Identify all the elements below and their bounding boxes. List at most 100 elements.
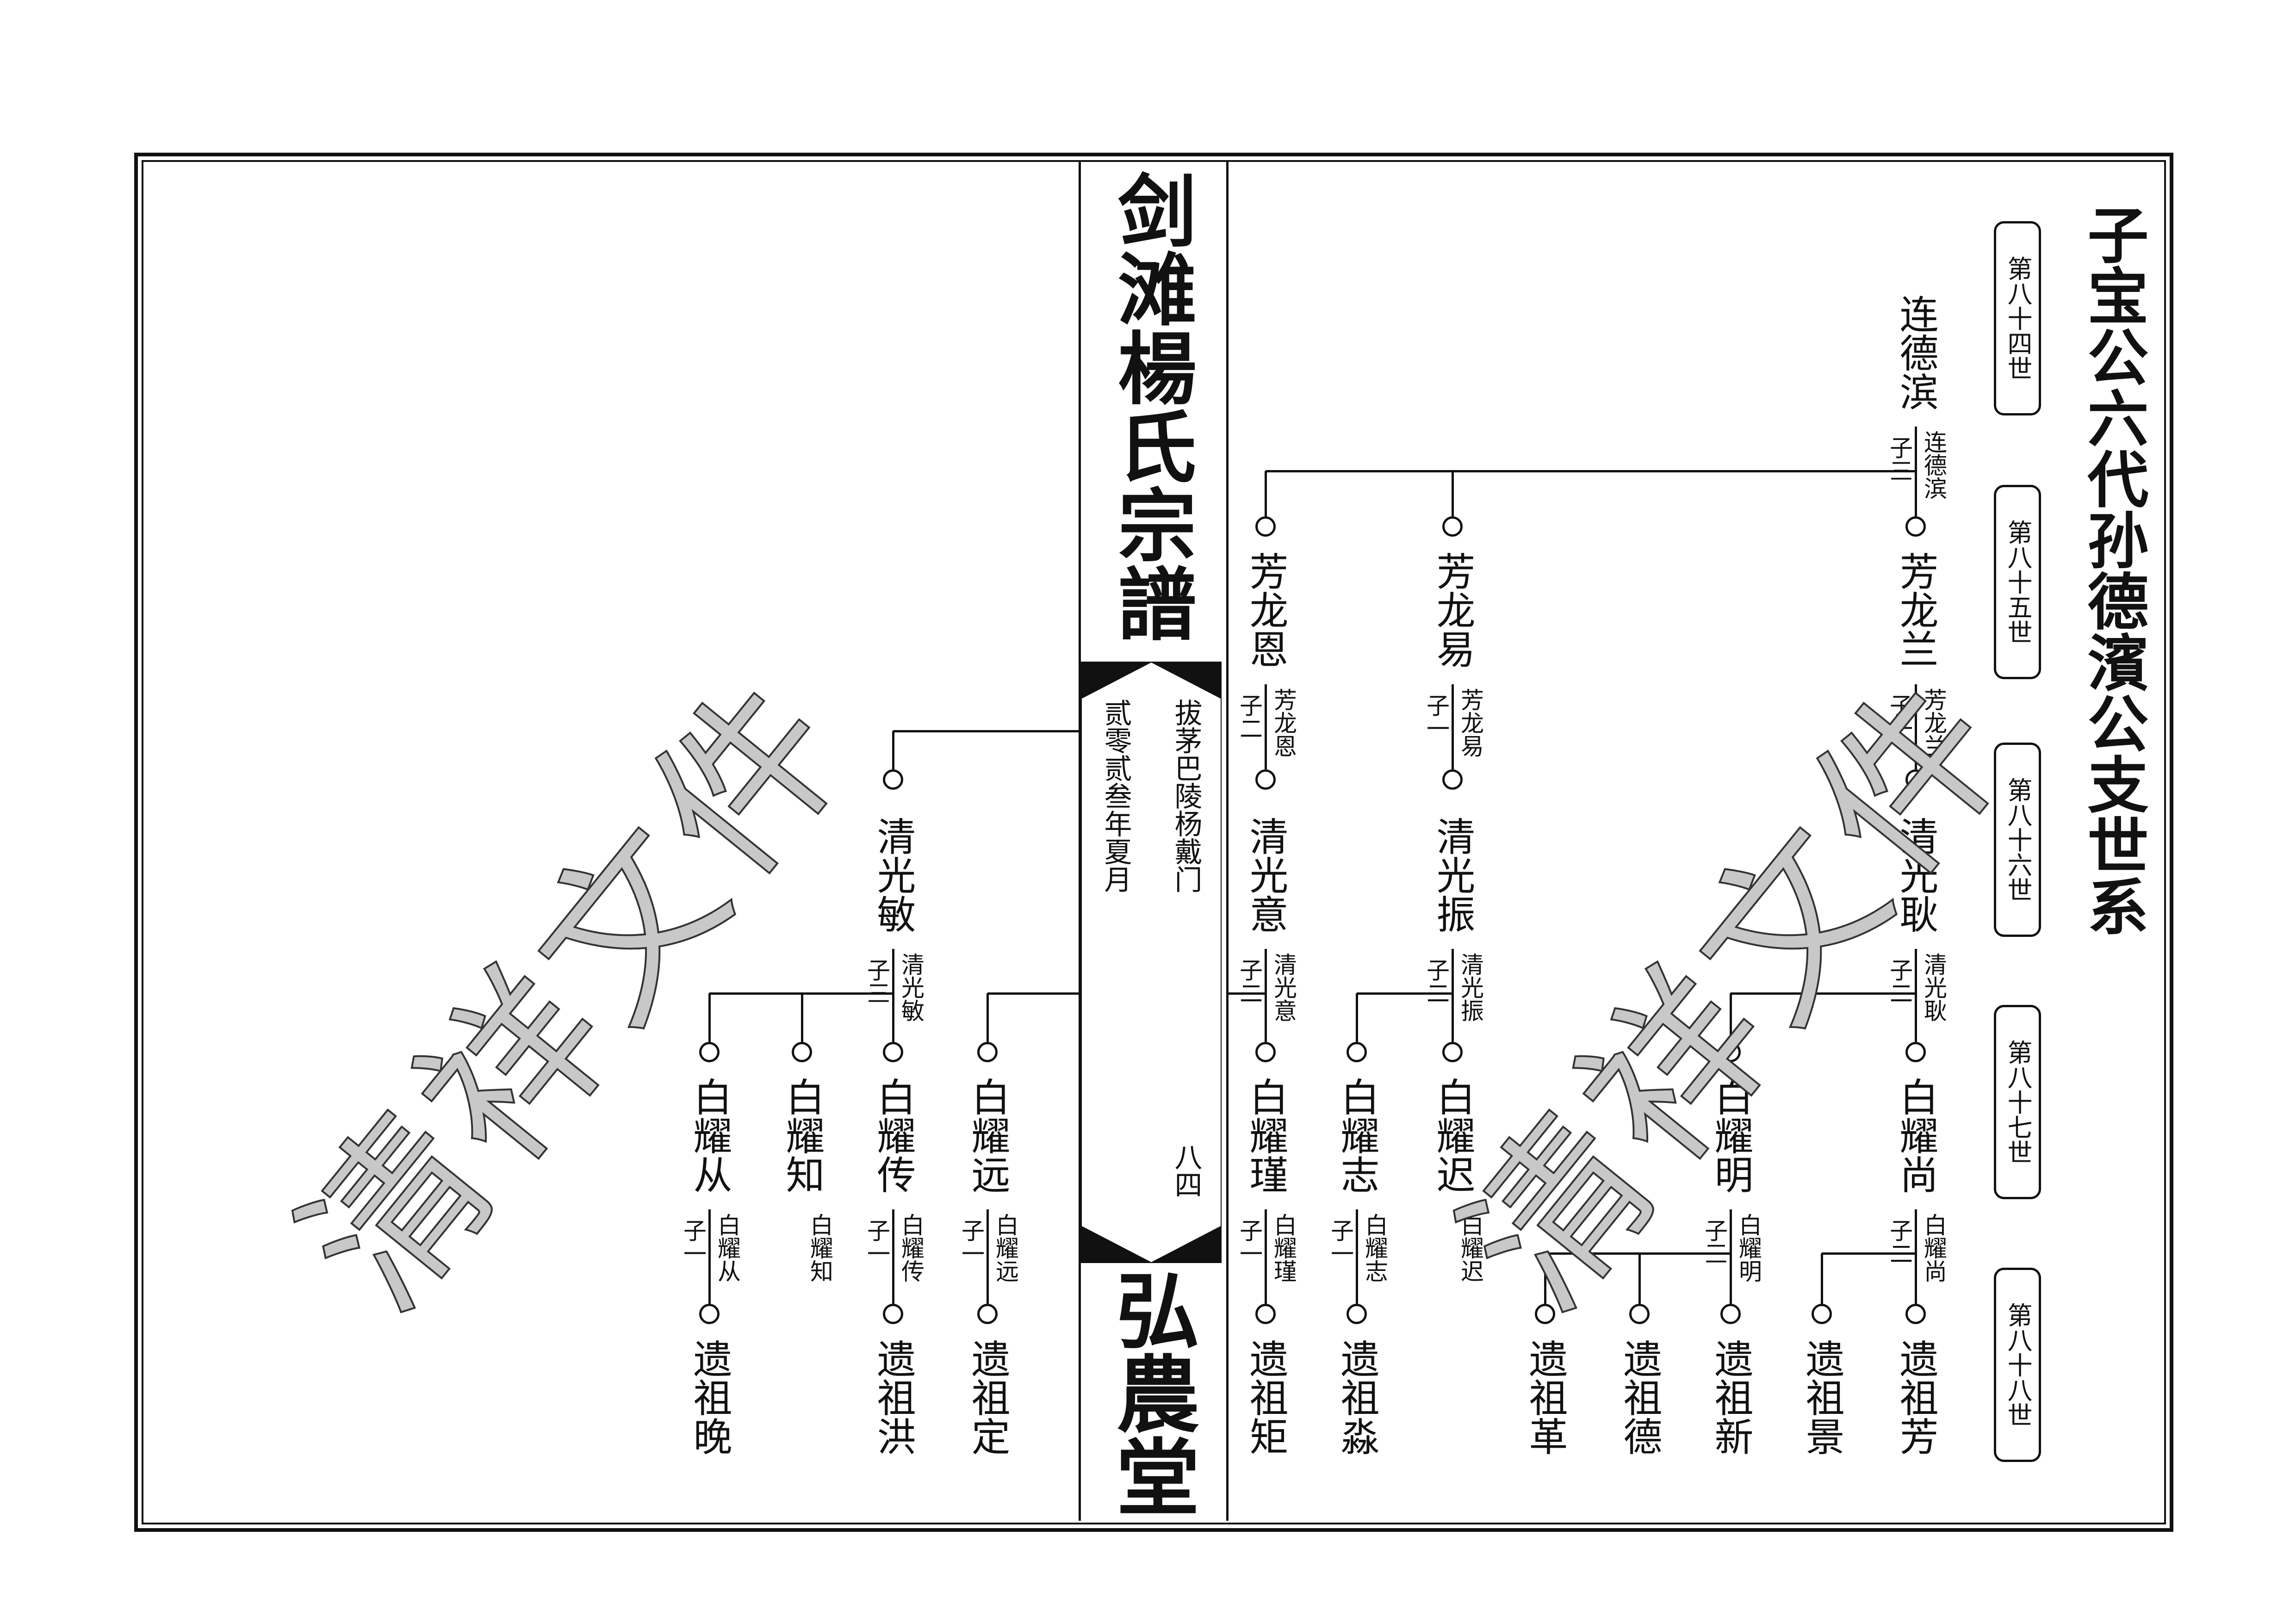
person-name: 芳龙易 <box>1430 551 1476 668</box>
person-name: 白耀传 <box>871 1077 916 1194</box>
tree-line <box>1266 470 1916 472</box>
parent-name-label: 白耀远 <box>992 1213 1019 1282</box>
person-name: 连德滨 <box>1893 294 1939 411</box>
tree-line <box>1545 1252 1731 1255</box>
parent-name-label: 白耀从 <box>714 1213 741 1282</box>
person-name: 清光耿 <box>1893 817 1939 933</box>
parent-name-label: 芳龙易 <box>1457 688 1484 757</box>
node-circle-icon <box>1347 1042 1367 1062</box>
parent-name-label: 清光耿 <box>1920 953 1947 1022</box>
person-name: 白耀明 <box>1708 1077 1754 1194</box>
node-circle-icon <box>1442 769 1463 790</box>
generation-text: 第八十四世 <box>2003 256 2032 381</box>
node-circle-icon <box>1535 1304 1555 1324</box>
tree-line <box>1915 1209 1917 1304</box>
children-count-label: 子一 <box>1327 1219 1354 1265</box>
parent-name-label: 白耀尚 <box>1920 1213 1947 1282</box>
children-count-label: 子一 <box>680 1219 707 1265</box>
generation-label-85: 第八十五世 <box>1994 485 2041 679</box>
children-count-label: 子二 <box>1236 694 1263 740</box>
parent-name-label: 白耀传 <box>898 1213 925 1282</box>
generation-text: 第八十五世 <box>2003 520 2032 644</box>
node-circle-icon <box>1442 1042 1463 1062</box>
page-number: 八四 <box>1170 1143 1202 1198</box>
node-circle-icon <box>1905 769 1926 790</box>
tree-line <box>1915 684 1917 769</box>
children-count-label: 子三 <box>863 958 890 1004</box>
person-name: 遗祖洪 <box>871 1339 916 1456</box>
tree-line <box>1915 427 1917 516</box>
node-circle-icon <box>977 1304 998 1324</box>
tree-line <box>1544 1253 1546 1304</box>
person-name: 清光振 <box>1430 817 1476 933</box>
node-circle-icon <box>1720 1042 1741 1062</box>
person-name: 白耀知 <box>780 1077 825 1194</box>
person-name: 遗祖景 <box>1800 1339 1845 1456</box>
children-count-label: 子二 <box>1886 1219 1913 1265</box>
children-count-label: 子一 <box>863 1219 890 1265</box>
parent-name-label: 清光意 <box>1270 953 1297 1022</box>
tree-line <box>1915 949 1917 1042</box>
node-circle-icon <box>1255 769 1276 790</box>
person-name: 芳龙兰 <box>1893 551 1939 668</box>
person-name: 白耀瑾 <box>1243 1077 1289 1194</box>
node-circle-icon <box>1905 516 1926 537</box>
node-circle-icon <box>883 769 903 790</box>
person-name: 遗祖新 <box>1708 1339 1754 1456</box>
origin-text: 拔茅巴陵杨戴门 <box>1170 699 1202 893</box>
node-circle-icon <box>883 1304 903 1324</box>
person-name: 芳龙恩 <box>1243 551 1289 668</box>
person-name: 遗祖淼 <box>1334 1339 1380 1456</box>
person-name: 遗祖芳 <box>1893 1339 1939 1456</box>
tree-line <box>1356 1209 1358 1304</box>
node-circle-icon <box>1255 1042 1276 1062</box>
children-count-label: 子二 <box>1236 958 1263 1004</box>
hall-name: 弘農堂 <box>1102 1268 1199 1518</box>
parent-name-label: 芳龙恩 <box>1270 688 1297 757</box>
node-circle-icon <box>1629 1304 1650 1324</box>
children-count-label: 子二 <box>1423 958 1450 1004</box>
generation-label-88: 第八十八世 <box>1994 1268 2041 1462</box>
children-count-label: 子一 <box>1236 1219 1263 1265</box>
node-circle-icon <box>699 1304 720 1324</box>
node-circle-icon <box>883 1042 903 1062</box>
node-circle-icon <box>792 1042 812 1062</box>
parent-name-label: 清光敏 <box>898 953 925 1022</box>
children-count-label: 子三 <box>1886 436 1913 482</box>
node-circle-icon <box>1720 1304 1741 1324</box>
node-circle-icon <box>1255 516 1276 537</box>
generation-text: 第八十七世 <box>2003 1040 2032 1165</box>
tree-line <box>708 993 711 1042</box>
person-name: 遗祖晚 <box>687 1339 732 1456</box>
generation-label-86: 第八十六世 <box>1994 743 2041 937</box>
book-title: 剑滩楊氏宗譜 <box>1104 170 1197 642</box>
tree-line <box>1731 992 1916 995</box>
node-circle-icon <box>1255 1304 1276 1324</box>
person-name: 白耀迟 <box>1430 1077 1476 1194</box>
node-circle-icon <box>699 1042 720 1062</box>
parent-name-label: 芳龙兰 <box>1920 688 1947 757</box>
tree-line <box>1265 684 1267 769</box>
generation-text: 第八十八世 <box>2003 1302 2032 1427</box>
person-name: 白耀志 <box>1334 1077 1380 1194</box>
node-circle-icon <box>977 1042 998 1062</box>
person-name: 遗祖革 <box>1523 1339 1568 1456</box>
node-circle-icon <box>1905 1042 1926 1062</box>
person-name: 清光敏 <box>871 817 916 933</box>
tree-line <box>1265 949 1267 1042</box>
tree-line <box>1452 471 1454 516</box>
tree-line <box>987 1209 989 1304</box>
tree-line <box>892 1209 894 1304</box>
node-circle-icon <box>1812 1304 1832 1324</box>
parent-name-label: 白耀明 <box>1735 1213 1762 1282</box>
person-name: 白耀尚 <box>1893 1077 1939 1194</box>
tree-line <box>1265 471 1267 516</box>
tree-line <box>1265 1209 1267 1304</box>
person-name: 清光意 <box>1243 817 1289 933</box>
tree-line <box>987 993 989 1042</box>
generation-label-87: 第八十七世 <box>1994 1005 2041 1199</box>
tree-line <box>892 731 894 769</box>
page-outer-border <box>134 153 2173 1532</box>
person-name: 遗祖定 <box>965 1339 1011 1456</box>
tree-line <box>801 993 803 1042</box>
